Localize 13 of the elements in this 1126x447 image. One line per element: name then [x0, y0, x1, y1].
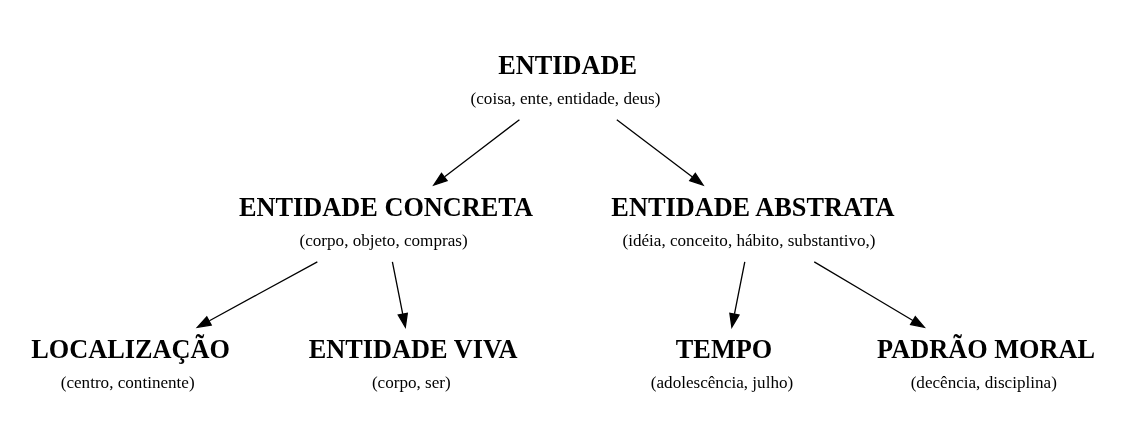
arrow — [813, 261, 926, 329]
node-text: ENTIDADE CONCRETA (corpo, objeto, compras) — [239, 192, 533, 251]
arrow — [195, 261, 318, 329]
node-text: TEMPO (adolescência, julho) — [650, 334, 794, 393]
arrow — [729, 261, 746, 330]
node-text: ENTIDADE VIVA (corpo, ser) — [308, 334, 518, 393]
node-text: LOCALIZAÇÃO (centro, continente) — [31, 334, 230, 393]
arrow — [432, 119, 521, 187]
arrow — [391, 261, 409, 330]
node-text: ENTIDADE (coisa, ente, entidade, deus) — [470, 50, 661, 109]
arrow — [616, 119, 705, 187]
node-text: ENTIDADE ABSTRATA (idéia, conceito, hábito, substantivo,) — [611, 192, 895, 251]
node-text: PADRÃO MORAL (decência, disciplina) — [877, 334, 1096, 393]
